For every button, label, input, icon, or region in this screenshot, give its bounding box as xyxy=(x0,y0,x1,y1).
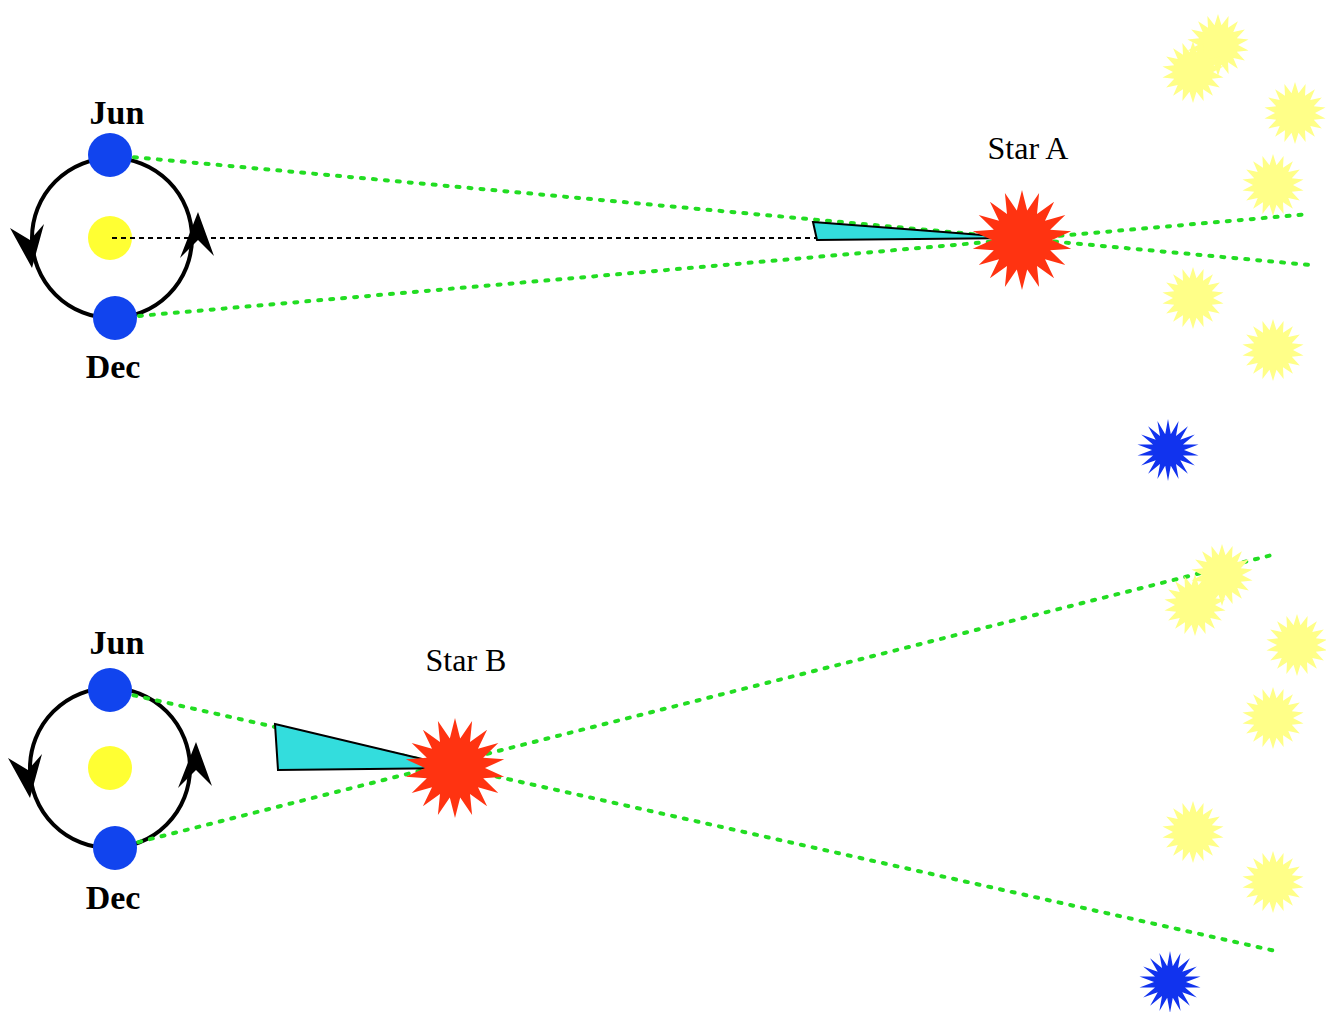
month-label: Dec xyxy=(86,881,141,915)
orbit-arrow xyxy=(8,754,42,798)
target-star xyxy=(973,190,1071,290)
star-field xyxy=(406,14,1326,1012)
background-star xyxy=(1138,419,1199,481)
month-label: Dec xyxy=(86,350,141,384)
background-star xyxy=(1243,687,1304,749)
orbit-arrow xyxy=(180,212,214,258)
top-panel xyxy=(10,133,1310,340)
sun xyxy=(88,746,132,790)
sight-line xyxy=(115,214,1310,318)
orbit-arrow xyxy=(178,742,212,788)
earth xyxy=(93,296,137,340)
sight-line xyxy=(110,690,1280,952)
month-label: Jun xyxy=(90,626,145,660)
earth xyxy=(93,826,137,870)
background-star xyxy=(1140,951,1201,1012)
background-star xyxy=(1243,851,1304,913)
sight-line xyxy=(110,155,1310,265)
earth xyxy=(88,668,132,712)
background-star xyxy=(1243,154,1304,216)
background-star xyxy=(1267,614,1326,676)
star-label: Star A xyxy=(988,132,1069,164)
background-star xyxy=(1163,41,1224,103)
bottom-panel xyxy=(8,555,1280,952)
background-star xyxy=(1165,574,1226,636)
background-star xyxy=(1163,801,1224,863)
sight-line xyxy=(115,555,1272,848)
background-star xyxy=(1243,319,1304,381)
earth xyxy=(88,133,132,177)
background-star xyxy=(1265,82,1326,144)
background-star xyxy=(1163,267,1224,329)
month-label: Jun xyxy=(90,96,145,130)
target-star xyxy=(406,718,504,818)
star-label: Star B xyxy=(426,644,507,676)
orbit-arrow xyxy=(10,224,44,268)
